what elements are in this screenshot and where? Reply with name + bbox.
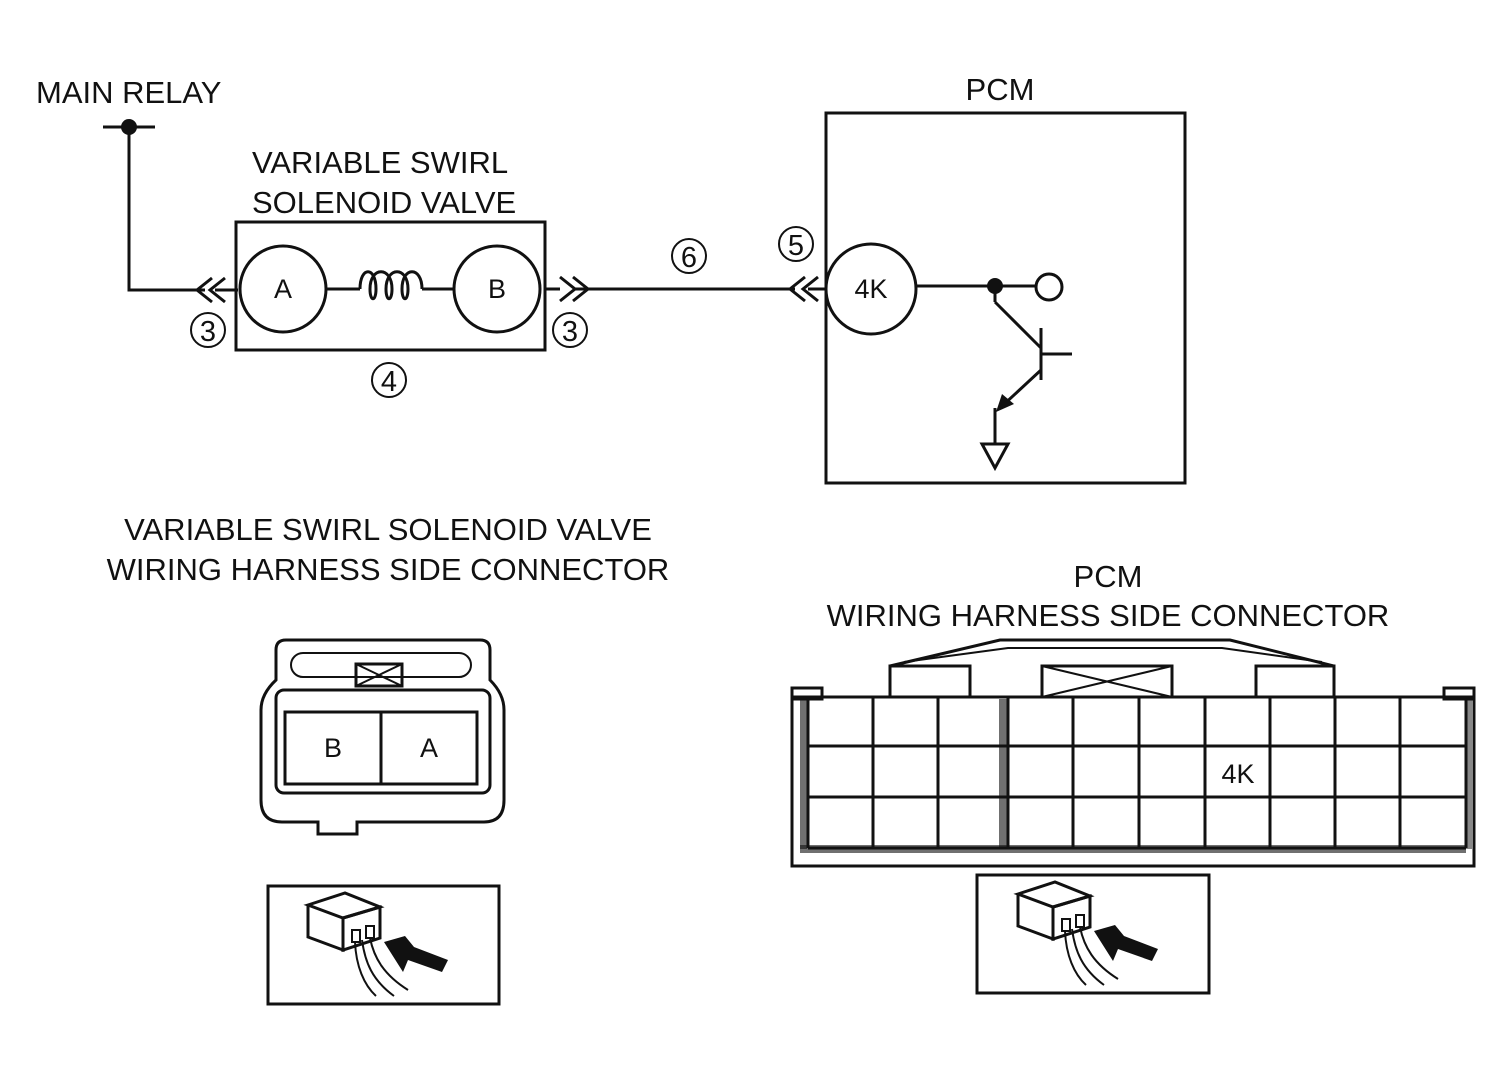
- valve-pin-b: B: [324, 733, 342, 763]
- pcm-connector-title-line2: WIRING HARNESS SIDE CONNECTOR: [827, 598, 1390, 633]
- svg-text:3: 3: [200, 316, 216, 348]
- relay-wire: [127, 127, 205, 292]
- pcm-terminal-circle: [824, 242, 918, 336]
- valve-connector-title-line1: VARIABLE SWIRL SOLENOID VALVE: [124, 512, 652, 547]
- valve-connector-face: [259, 638, 506, 836]
- main-relay-label: MAIN RELAY: [36, 75, 221, 110]
- solenoid-valve-box: [234, 220, 547, 352]
- harness-side-connector-icon: [975, 873, 1211, 995]
- pcm-connector-face: [790, 638, 1476, 868]
- svg-text:3: 3: [562, 316, 578, 348]
- valve-pin-a: A: [420, 733, 438, 763]
- pcm-terminal-label: 4K: [854, 274, 887, 304]
- terminal-b-label: B: [488, 274, 506, 304]
- pcm-pin-4k: 4K: [1221, 759, 1254, 789]
- svg-text:4: 4: [381, 366, 397, 398]
- valve-label-line1: VARIABLE SWIRL: [252, 145, 508, 180]
- circle-number-right: 3: [552, 312, 588, 348]
- svg-text:6: 6: [681, 242, 697, 274]
- pcm-connector-symbol: [787, 275, 819, 303]
- circle-number-body: 4: [371, 362, 407, 398]
- valve-connector-title-line2: WIRING HARNESS SIDE CONNECTOR: [107, 552, 670, 587]
- pcm-connector-title-line1: PCM: [1074, 559, 1143, 594]
- valve-label-line2: SOLENOID VALVE: [252, 185, 516, 220]
- solenoid-coil-icon: [326, 270, 454, 301]
- svg-text:5: 5: [788, 230, 804, 262]
- transistor-icon: [916, 272, 1072, 472]
- harness-side-connector-icon: [266, 884, 501, 1006]
- circle-number-left: 3: [190, 312, 226, 348]
- circle-number-wire: 6: [671, 238, 707, 274]
- terminal-a-label: A: [274, 274, 292, 304]
- pcm-label: PCM: [966, 72, 1035, 107]
- circle-number-pcm: 5: [778, 226, 814, 262]
- left-connector-symbol: [194, 276, 226, 304]
